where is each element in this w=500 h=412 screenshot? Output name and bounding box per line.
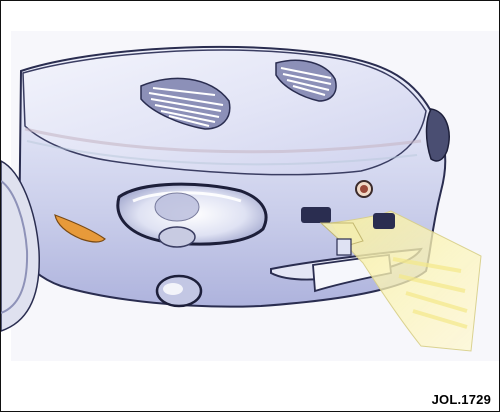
headlamp-icon: [116, 182, 268, 248]
hood-vent-right-icon: [275, 59, 337, 102]
side-mirror: [425, 108, 450, 162]
figure-reference-code: JOL.1729: [431, 392, 491, 407]
front-wheel: [1, 160, 40, 332]
beam-rays: [392, 257, 468, 329]
reflection-stripe: [26, 140, 418, 166]
hood-vent-left-icon: [140, 77, 231, 130]
sensor-unit-icon: [301, 207, 395, 256]
indicator-light-icon: [54, 214, 106, 243]
bonnet-badge-icon: [355, 180, 373, 198]
wheel-arch-line: [1, 180, 29, 314]
reflection-stripe: [24, 127, 422, 154]
fog-lamp-icon: [155, 274, 203, 308]
